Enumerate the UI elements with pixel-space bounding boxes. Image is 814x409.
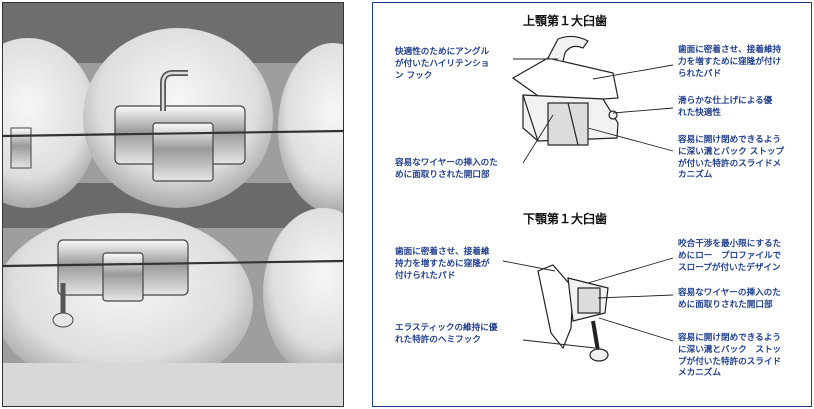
leader-lower-pad <box>502 260 556 272</box>
leader-lower-profile <box>587 257 674 284</box>
leader-lower-hemi <box>522 339 596 349</box>
leader-lower-chamfer <box>597 294 674 299</box>
lower-tooth-right <box>263 208 343 378</box>
upper-label-finish: 滑らかな仕上げによる優 れた快適性 <box>678 96 773 118</box>
leader-upper-pad <box>592 64 674 80</box>
lower-label-hemi: エラスティックの維持に優 れた特許のヘミフック <box>395 323 498 345</box>
leader-upper-slide <box>587 127 674 152</box>
lower-label-chamfer: 容易なワイヤーの挿入のた めに面取りされた開口部 <box>678 288 781 310</box>
upper-bracket-drawing <box>511 35 619 146</box>
lower-label-profile: 咬合干渉を最小限にするた めにロー プロファイルで スロープが付いたデザイン <box>678 239 782 273</box>
upper-label-hook: 快適性のためにアングル が付いたハイリテンショ ン フック <box>395 47 490 81</box>
leader-upper-finish <box>612 107 674 114</box>
upper-bracket <box>10 70 246 182</box>
lower-arch-wire <box>3 259 343 268</box>
lower-bracket-drawing <box>537 264 609 362</box>
braces-photo <box>2 2 344 407</box>
upper-title: 上顎第１大臼歯 <box>523 14 608 28</box>
leader-upper-chamfer <box>522 114 554 164</box>
lower-title: 下顎第１大臼歯 <box>523 212 608 226</box>
upper-tooth-right <box>278 43 343 213</box>
upper-arch-wire <box>3 129 343 138</box>
upper-label-chamfer: 容易なワイヤーの挿入のた めに面取りされた開口部 <box>395 158 498 180</box>
leader-lower-slide <box>598 317 674 342</box>
lower-label-pad: 歯面に密着させ、接着維 持力を増すために窪隆が 付けられたパド <box>395 247 490 281</box>
upper-label-pad: 歯面に密着させ、接着維持 力を増すために窪隆が付け られたパド <box>678 45 782 79</box>
lower-label-slide: 容易に開け閉めできるよう に深い溝とバック ストッ プが付いた特許のスライド メ… <box>678 333 782 379</box>
upper-label-slide: 容易に開け閉めできるよう に深い溝とバック ストップ が付いた特許のスライドメ … <box>678 135 785 181</box>
bracket-diagram: 上顎第１大臼歯 快適性のためにアングル が付いたハイリテンショ ン フック 歯面… <box>372 2 812 407</box>
